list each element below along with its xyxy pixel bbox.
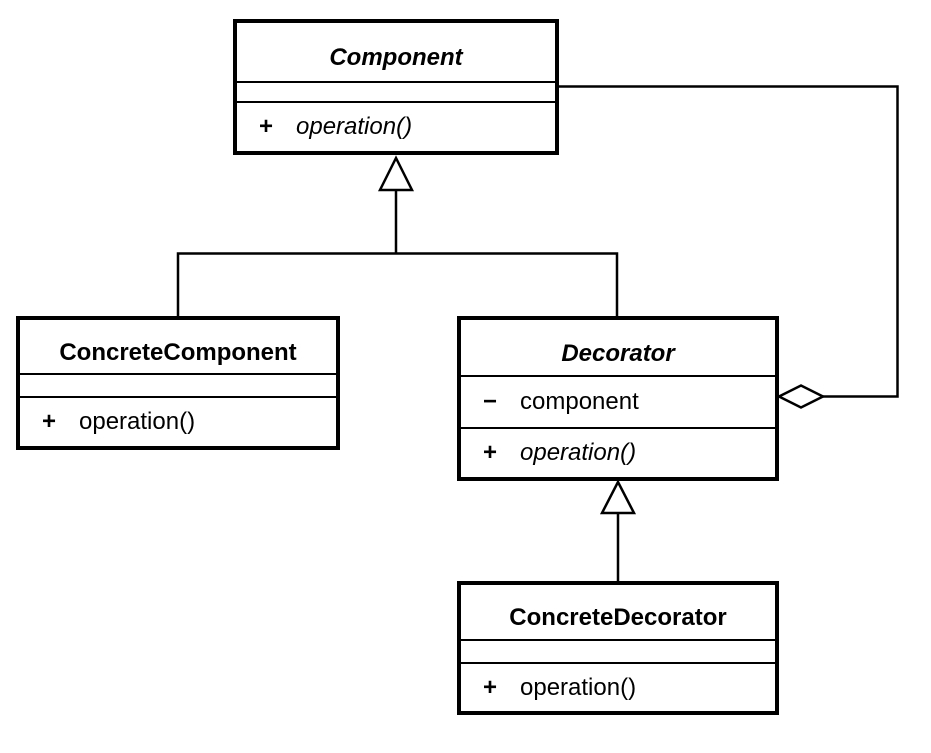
operation-signature: operation() bbox=[520, 439, 637, 466]
class-name: ConcreteComponent bbox=[59, 338, 297, 366]
operation-row: + operation() bbox=[237, 115, 555, 139]
class-name: Component bbox=[329, 44, 463, 71]
visibility-symbol: + bbox=[482, 673, 497, 701]
attributes-section bbox=[20, 373, 336, 396]
attributes-section bbox=[237, 81, 555, 101]
operations-section: + operation() bbox=[237, 101, 555, 151]
attribute-row: − component bbox=[461, 390, 775, 414]
class-name: ConcreteDecorator bbox=[509, 604, 727, 631]
operation-row: + operation() bbox=[20, 410, 336, 434]
operation-signature: operation() bbox=[296, 113, 413, 140]
operation-signature: operation() bbox=[79, 408, 196, 435]
attribute-name: component bbox=[520, 388, 639, 415]
operation-row: + operation() bbox=[461, 673, 775, 701]
class-box-decorator: Decorator − component + operation() bbox=[457, 316, 779, 481]
class-box-concrete-component: ConcreteComponent + operation() bbox=[16, 316, 340, 450]
aggregation-line bbox=[559, 85, 899, 398]
visibility-symbol: + bbox=[41, 408, 56, 435]
visibility-symbol: + bbox=[258, 113, 273, 140]
class-box-concrete-decorator: ConcreteDecorator + operation() bbox=[457, 581, 779, 715]
visibility-symbol: − bbox=[482, 388, 497, 415]
attributes-section bbox=[461, 639, 775, 662]
operation-row: + operation() bbox=[461, 441, 775, 465]
operations-section: + operation() bbox=[461, 662, 775, 711]
generalization-fork-line bbox=[176, 252, 619, 320]
aggregation-diamond-icon bbox=[776, 384, 826, 409]
class-name: Decorator bbox=[561, 339, 675, 367]
class-box-component: Component + operation() bbox=[233, 19, 559, 155]
operation-signature: operation() bbox=[520, 673, 637, 701]
attributes-section: − component bbox=[461, 375, 775, 427]
visibility-symbol: + bbox=[482, 439, 497, 466]
inheritance-triangle-icon bbox=[599, 479, 637, 515]
inheritance-triangle-icon bbox=[377, 155, 415, 192]
operations-section: + operation() bbox=[461, 427, 775, 477]
operations-section: + operation() bbox=[20, 396, 336, 446]
